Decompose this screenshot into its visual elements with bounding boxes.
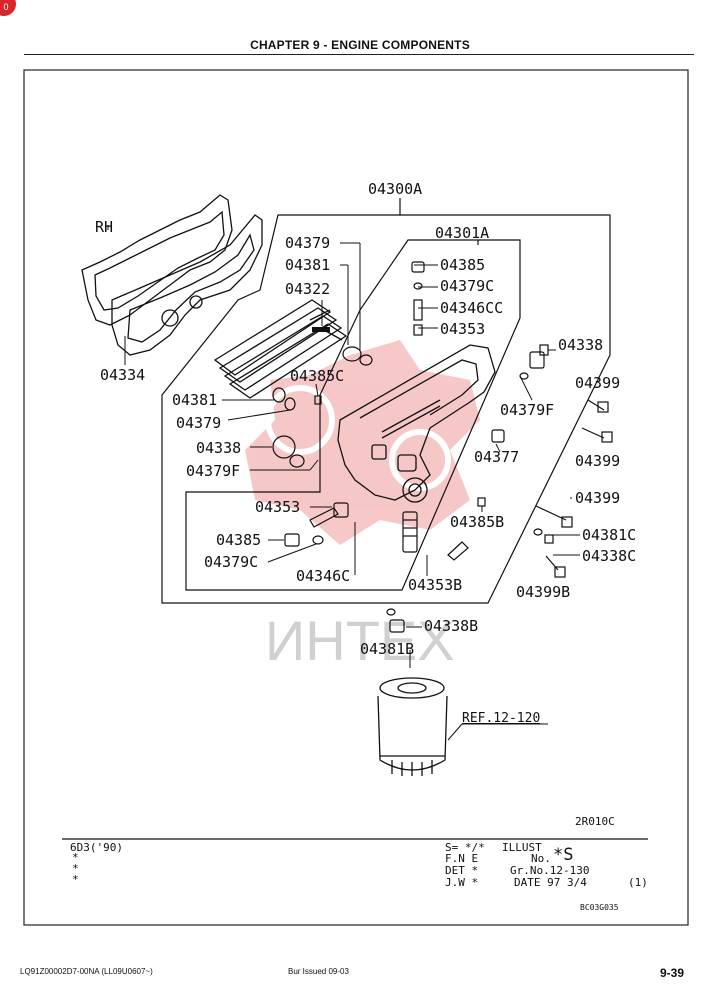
footer-doc-id: LQ91Z00002D7-00NA (LL09U0607~) [20, 967, 153, 976]
label-04379C-low: 04379C [204, 553, 258, 571]
label-04338C: 04338C [582, 547, 636, 565]
small-parts-left [272, 435, 405, 633]
oil-cooler-housing [337, 344, 496, 503]
label-04381-mid: 04381 [172, 391, 217, 409]
label-04338-left: 04338 [196, 439, 241, 457]
doc-code: BC03G035 [580, 903, 619, 912]
label-04346CC: 04346CC [440, 299, 503, 317]
det: DET * [445, 864, 478, 877]
leader-lines [222, 242, 580, 741]
label-04399-a: 04399 [575, 374, 620, 392]
date: DATE 97 3/4 [514, 876, 587, 889]
label-04399B: 04399B [516, 583, 570, 601]
star-3: * [72, 873, 79, 886]
star-2: * [72, 862, 79, 875]
label-04381-top: 04381 [285, 256, 330, 274]
no-label: No. [531, 852, 551, 865]
label-04346C: 04346C [296, 567, 350, 585]
illust-label: ILLUST [502, 841, 542, 854]
illustration-code: 2R010C [575, 815, 615, 828]
label-04377: 04377 [474, 448, 519, 466]
label-04300A: 04300A [368, 180, 422, 198]
page-number: 9-39 [660, 966, 685, 980]
label-04399-c: 04399 [575, 489, 620, 507]
label-04338-r: 04338 [558, 336, 603, 354]
label-04353B: 04353B [408, 576, 462, 594]
bolts-04399 [533, 399, 613, 578]
label-04353-r: 04353 [440, 320, 485, 338]
label-04381C: 04381C [582, 526, 636, 544]
gasket-lh [111, 214, 263, 356]
label-04353-left: 04353 [255, 498, 300, 516]
label-04399-b: 04399 [575, 452, 620, 470]
oil-cooler-stud [312, 327, 330, 332]
group-number: Gr.No.12-130 [510, 864, 589, 877]
oil-cooler [213, 299, 348, 399]
footer-issue: Bur Issued 09-03 [288, 967, 349, 976]
header-rule [24, 54, 694, 55]
label-04379F-left: 04379F [186, 462, 240, 480]
label-04381B: 04381B [360, 640, 414, 658]
small-parts-right [314, 261, 549, 561]
label-04385C: 04385C [290, 367, 344, 385]
gasket-rh [81, 194, 233, 326]
jw: J.W * [445, 876, 478, 889]
label-04338B: 04338B [424, 617, 478, 635]
label-reference: REF.12-120 [462, 711, 540, 726]
watermark-logo [245, 340, 480, 545]
fne: F.N E [445, 852, 478, 865]
diagram-frame [23, 69, 689, 926]
model-code: 6D3('90) [70, 841, 123, 854]
oil-filter [377, 677, 448, 776]
label-04385B: 04385B [450, 513, 504, 531]
label-04379-mid: 04379 [176, 414, 221, 432]
sheet-number: (1) [628, 876, 648, 889]
orings-upper [272, 346, 373, 411]
illust-number: *S [553, 845, 573, 865]
corner-badge: 0 [0, 0, 16, 16]
label-04322: 04322 [285, 280, 330, 298]
label-04379C-r: 04379C [440, 277, 494, 295]
label-04301A: 04301A [435, 224, 489, 242]
label-04379F-r: 04379F [500, 401, 554, 419]
label-04385-r: 04385 [440, 256, 485, 274]
label-04334: 04334 [100, 366, 145, 384]
watermark-text: ИНТЕХ [265, 609, 455, 672]
assembly-outline [161, 198, 611, 604]
label-04379-top: 04379 [285, 234, 330, 252]
label-side: RH [95, 218, 113, 236]
chapter-title: CHAPTER 9 - ENGINE COMPONENTS [250, 38, 470, 52]
s-line: S= */* [445, 841, 485, 854]
star-1: * [72, 851, 79, 864]
label-04385-low: 04385 [216, 531, 261, 549]
